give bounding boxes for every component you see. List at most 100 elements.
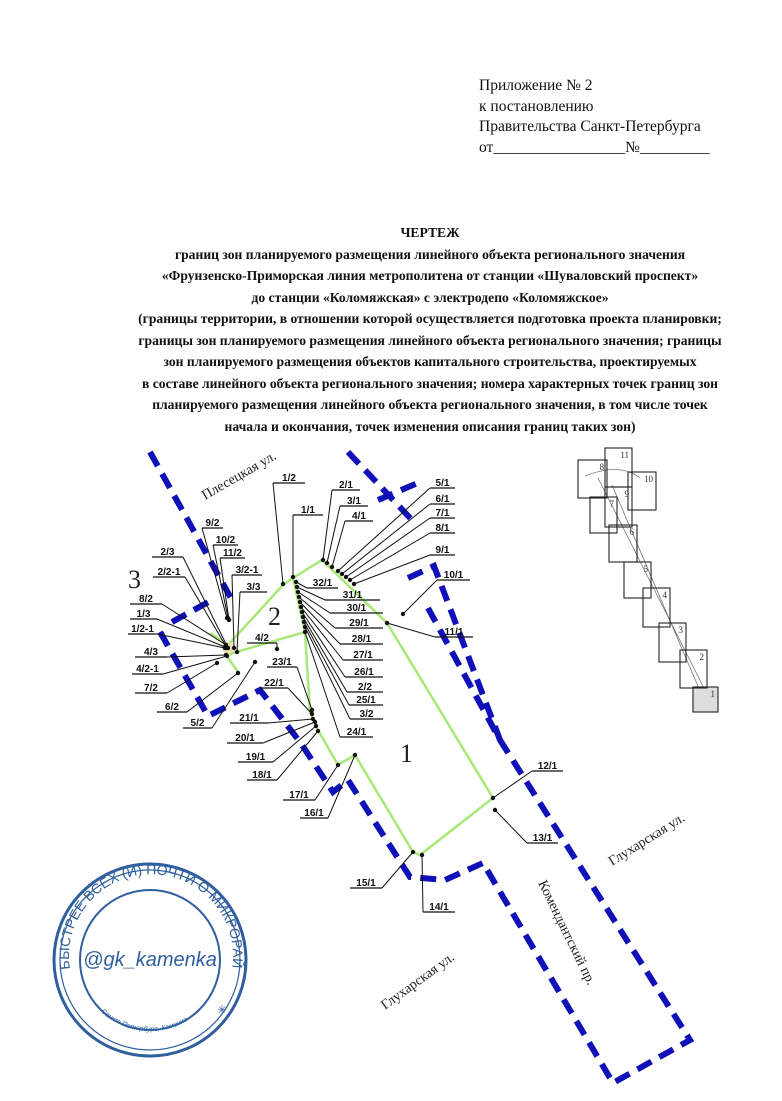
point-label: 1/2-1: [131, 624, 154, 635]
boundary-point-marker: [410, 849, 416, 855]
callout-leader: [300, 606, 344, 661]
point-callout: 1/2: [272, 473, 305, 587]
boundary-point-marker: [297, 599, 303, 605]
point-callout: 20/1: [227, 719, 318, 744]
callout-leader: [156, 633, 226, 649]
point-callout: 6/1: [339, 494, 455, 577]
boundary-point-marker: [300, 614, 306, 620]
callout-leader: [166, 662, 218, 694]
point-label: 4/1: [352, 511, 366, 522]
point-label: 16/1: [304, 808, 324, 819]
point-label: 7/2: [144, 683, 158, 694]
point-label: 4/2-1: [136, 664, 159, 675]
stamp-ring: [59, 869, 241, 1051]
callout-leader: [184, 576, 228, 649]
boundary-segment: [345, 449, 415, 523]
point-callout: 11/2: [219, 548, 245, 623]
callout-leader: [421, 854, 424, 913]
callout-leader: [272, 482, 284, 585]
boundary-point-marker: [329, 564, 335, 570]
boundary-point-marker: [313, 723, 319, 729]
point-callout: 5/2: [183, 659, 258, 729]
boundary-point-marker: [235, 670, 241, 676]
boundary-point-marker: [293, 579, 299, 585]
title-line: в составе линейного объекта региональног…: [142, 375, 718, 391]
callout-leader: [219, 557, 230, 621]
stamp-city-text: Санкт-Петербург, Каменка: [100, 1008, 189, 1033]
boundary-point-marker: [302, 629, 308, 635]
point-label: 14/1: [429, 902, 449, 913]
boundary-point-marker: [302, 624, 308, 630]
callout-leader: [386, 622, 436, 638]
boundary-point-marker: [339, 571, 345, 577]
sheet-frame: [627, 471, 657, 511]
index-sheet: 7: [589, 496, 618, 534]
point-callout: 3/2: [302, 624, 383, 720]
point-callout: 2/2: [300, 614, 383, 693]
appendix-government: Правительства Санкт-Петербурга: [479, 118, 701, 135]
callout-leader: [298, 596, 336, 629]
callout-leader: [349, 532, 431, 581]
callout-leader: [341, 503, 431, 575]
callout-leader: [299, 601, 341, 645]
point-callout: 29/1: [296, 594, 383, 629]
sheet-number: 5: [644, 564, 649, 574]
point-label: 21/1: [239, 713, 259, 724]
point-label: 27/1: [353, 650, 373, 661]
boundary-point-marker: [294, 584, 300, 590]
callout-leader: [345, 517, 431, 578]
point-callout: 25/1: [301, 619, 383, 706]
boundary-point-marker: [384, 620, 390, 626]
callout-leader: [211, 661, 256, 729]
point-label: 2/3: [161, 547, 175, 558]
sheet-number: 3: [679, 625, 684, 635]
index-sheet: 4: [642, 587, 671, 628]
point-label: 3/2-1: [236, 565, 259, 576]
point-label: 2/2: [358, 682, 372, 693]
boundary-point-marker: [299, 609, 305, 615]
title-line: планируемого размещения линейного объект…: [152, 397, 708, 412]
point-label: 25/1: [356, 695, 376, 706]
point-label: 6/2: [165, 702, 179, 713]
sheet-frame: [658, 622, 687, 663]
boundary-segment: [406, 561, 503, 742]
point-label: 19/1: [246, 752, 266, 763]
street-glukharskaya-left: Глухарская ул.: [379, 950, 458, 1013]
index-sheet: 11: [604, 447, 633, 488]
boundary-point-marker: [280, 581, 286, 587]
point-callout: 4/2: [247, 633, 280, 652]
point-callout: 8/2: [130, 594, 229, 648]
point-callout: 24/1: [302, 629, 373, 738]
boundary-point-marker: [335, 568, 341, 574]
callout-leader: [201, 527, 228, 619]
point-label: 12/1: [538, 761, 558, 772]
sheet-number: 2: [700, 652, 705, 662]
callout-leader: [302, 616, 348, 693]
point-label: 28/1: [352, 634, 372, 645]
boundary-point-marker: [492, 807, 498, 813]
star-icon: ✳: [217, 1003, 227, 1017]
boundary-point-marker: [312, 719, 318, 725]
point-label: 1/1: [301, 505, 315, 516]
point-callout: 27/1: [298, 604, 383, 661]
point-callout: 5/1: [335, 478, 455, 574]
callout-leader: [212, 544, 229, 619]
point-callout: 9/1: [351, 545, 455, 587]
callout-leader: [186, 672, 239, 713]
point-label: 23/1: [272, 657, 292, 668]
zone-3-label: 3: [128, 565, 141, 594]
point-callout: 22/1: [260, 678, 315, 717]
point-label: 2/1: [339, 480, 353, 491]
point-callout: 11/1: [384, 620, 473, 638]
point-label: 10/2: [216, 535, 236, 546]
point-label: 4/2: [255, 633, 269, 644]
point-callout: 28/1: [297, 599, 383, 645]
point-label: 17/1: [289, 790, 309, 801]
point-label: 4/3: [144, 647, 158, 658]
index-sheet: 1: [692, 686, 719, 713]
boundary-point-marker: [214, 660, 220, 666]
point-callout: 6/2: [157, 670, 241, 713]
point-label: 31/1: [343, 590, 363, 601]
